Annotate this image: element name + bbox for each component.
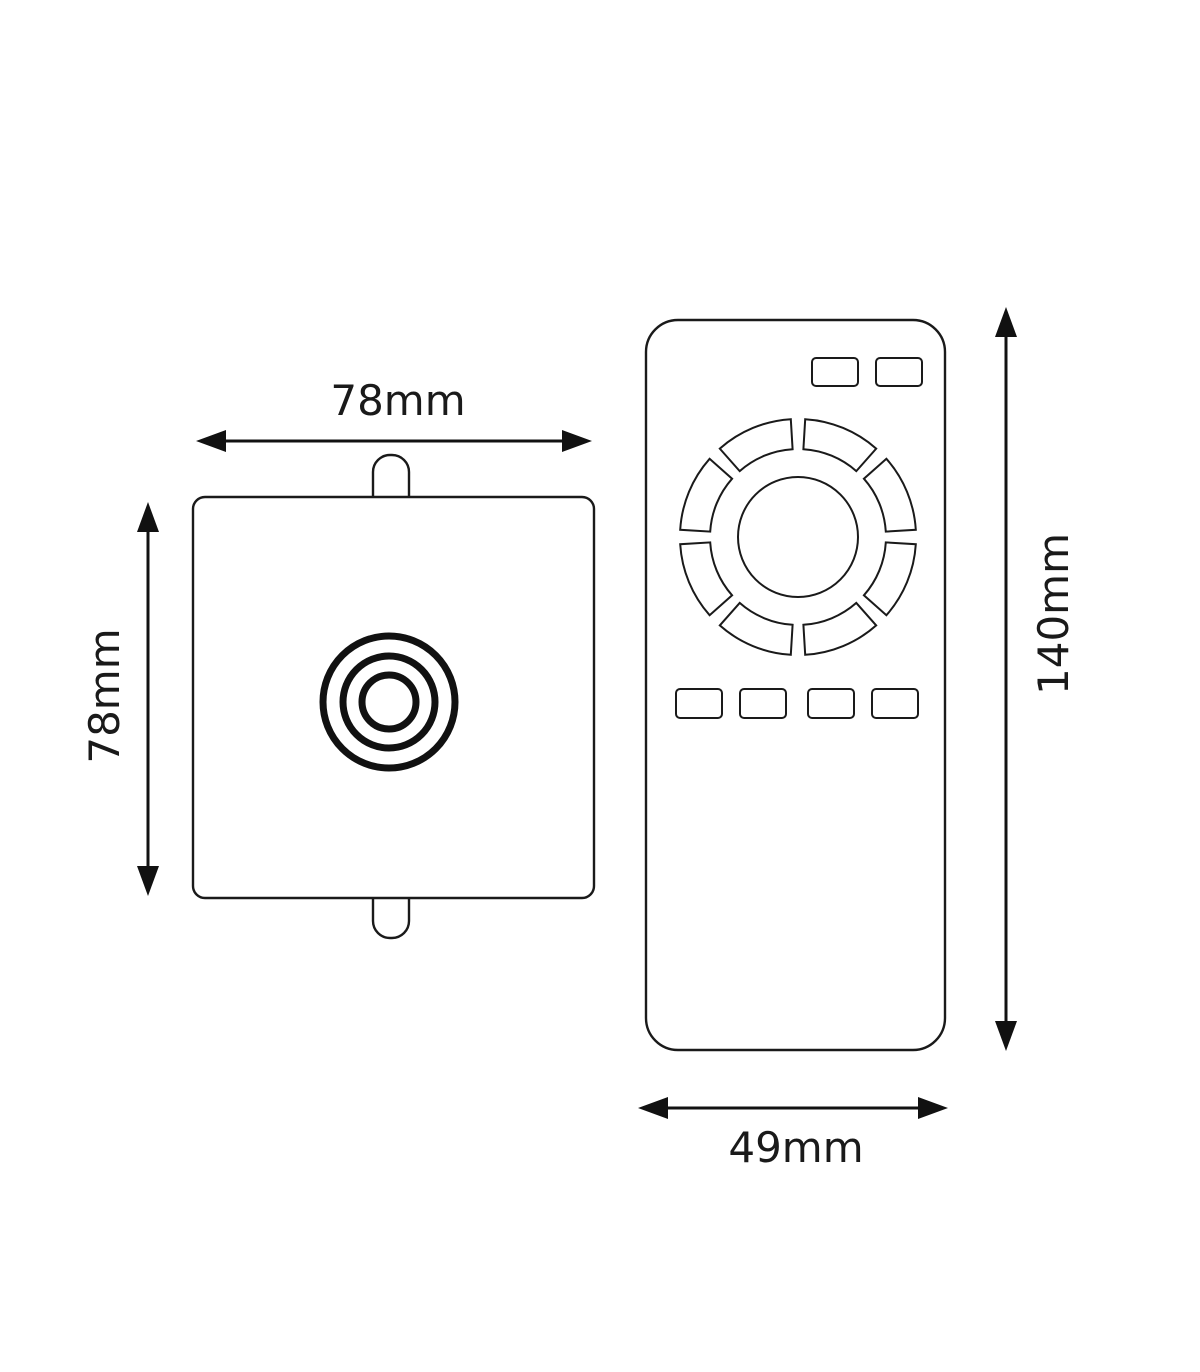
remote-top-button-left: [811, 357, 859, 387]
remote-height-label: 140mm: [1029, 533, 1078, 695]
remote-bottom-button-2: [739, 688, 787, 719]
remote-dial-segment: [718, 601, 794, 656]
controller-unit: [191, 453, 596, 940]
remote-width-label: 49mm: [728, 1123, 863, 1172]
remote-dial: [679, 418, 917, 656]
remote-center-button: [737, 476, 859, 598]
remote-control: [644, 318, 947, 1052]
controller-height-dimension: 78mm: [80, 502, 159, 896]
remote-dial-segments: [679, 418, 917, 656]
remote-height-dimension: 140mm: [995, 307, 1078, 1051]
remote-width-dimension: 49mm: [638, 1097, 948, 1172]
remote-body: [644, 318, 947, 1052]
controller-body: [191, 495, 596, 900]
remote-dial-segment: [679, 541, 734, 617]
controller-width-label: 78mm: [330, 376, 465, 425]
remote-dial-segment: [862, 541, 917, 617]
remote-dial-segment: [802, 418, 878, 473]
remote-top-button-right: [875, 357, 923, 387]
remote-dial-segment: [802, 601, 878, 656]
remote-bottom-button-1: [675, 688, 723, 719]
controller-width-dimension: 78mm: [196, 376, 592, 452]
controller-button-icon: [319, 632, 459, 772]
remote-bottom-button-4: [871, 688, 919, 719]
remote-dial-segment: [718, 418, 794, 473]
remote-bottom-button-3: [807, 688, 855, 719]
remote-dial-segment: [679, 457, 734, 533]
controller-height-label: 78mm: [80, 628, 129, 763]
remote-dial-segment: [862, 457, 917, 533]
